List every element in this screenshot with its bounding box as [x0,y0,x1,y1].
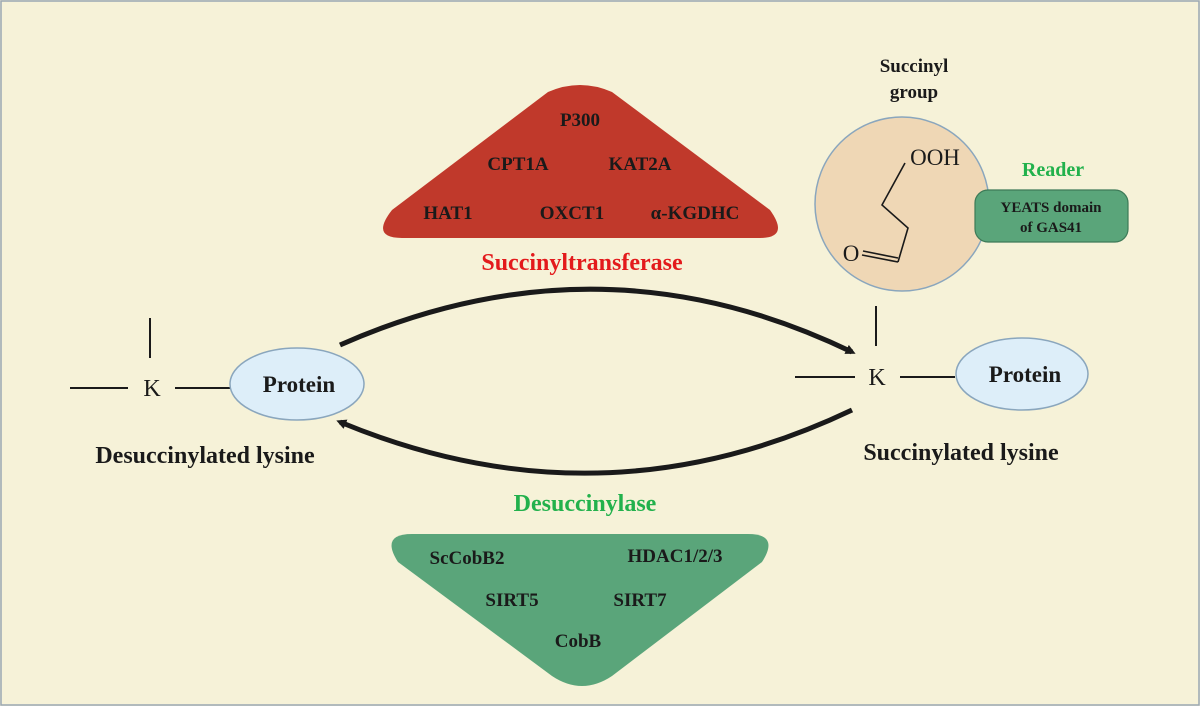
protein-label: Protein [989,362,1062,387]
desuccinylated-lysine-group: K Protein Desuccinylated lysine [70,318,365,469]
protein-label: Protein [263,372,336,397]
enzyme-sccobb2: ScCobB2 [430,548,505,569]
reverse-arrow [336,407,854,476]
reader-box [974,189,1129,243]
enzyme-cpt1a: CPT1A [487,154,549,175]
carbonyl-bond-1 [861,254,899,263]
succinyltransferase-label: Succinyltransferase [481,250,683,276]
succinyltransferase-group: P300 CPT1A KAT2A HAT1 OXCT1 α-KGDHC Succ… [383,85,778,276]
reader-box-line2: of GAS41 [1020,220,1082,236]
succinyl-title-line1: Succinyl [880,56,949,77]
enzyme-hdac123: HDAC1/2/3 [628,546,723,567]
desuccinylase-group: Desuccinylase ScCobB2 HDAC1/2/3 SIRT5 SI… [391,491,769,686]
lysine-k-label: K [143,376,161,402]
enzyme-akgdhc: α-KGDHC [651,203,740,224]
carbonyl-bond-2 [862,250,899,259]
oxygen-label: O [843,241,860,266]
protein-ellipse [955,337,1089,411]
enzyme-hat1: HAT1 [423,203,472,224]
enzyme-sirt7: SIRT7 [613,590,667,611]
enzyme-oxct1: OXCT1 [540,203,604,224]
lysine-k-label: K [868,365,886,391]
forward-arrow [338,286,856,355]
desuccinylase-label: Desuccinylase [514,491,657,517]
succinyl-skeleton [880,162,909,263]
protein-ellipse [229,347,365,421]
reader-group: Reader YEATS domain of GAS41 [974,159,1129,243]
desuccinylated-lysine-caption: Desuccinylated lysine [95,443,315,469]
succinyl-circle [814,116,990,292]
succinyl-group: Succinyl group OOH O [814,56,990,292]
enzyme-p300: P300 [560,110,600,131]
enzyme-sirt5: SIRT5 [485,590,538,611]
reader-label: Reader [1022,159,1084,181]
reader-box-line1: YEATS domain [1000,200,1102,216]
succinylated-lysine-caption: Succinylated lysine [863,440,1059,466]
succinyltransferase-triangle [383,85,778,238]
desuccinylase-triangle [391,534,769,686]
succinylated-lysine-group: K Protein Succinylated lysine [795,306,1089,466]
succinyl-title-line2: group [890,82,938,103]
hydroxyl-label: OOH [910,145,960,170]
enzyme-kat2a: KAT2A [609,154,672,175]
enzyme-cobb: CobB [555,631,602,652]
